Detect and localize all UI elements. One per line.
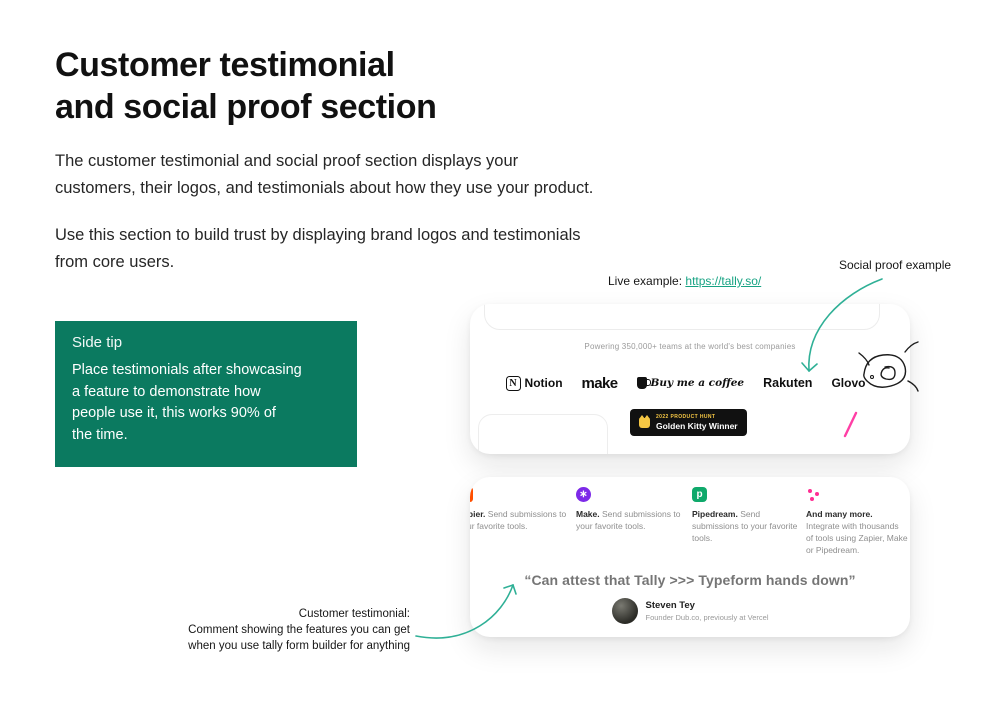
side-tip-line2: a feature to demonstrate how <box>72 383 261 400</box>
embedded-card-top-edge <box>484 304 880 330</box>
notion-logo: N Notion <box>505 375 563 391</box>
side-tip-box: Side tip Place testimonials after showca… <box>55 321 357 467</box>
powering-teams-text: Powering 350,000+ teams at the world's b… <box>584 342 796 351</box>
product-hunt-badge: 2022 PRODUCT HUNT Golden Kitty Winner <box>630 409 747 436</box>
notion-wordmark: Notion <box>524 376 563 390</box>
embedded-card-bottom-edge <box>478 414 608 454</box>
rakuten-logo: Rakuten <box>763 376 812 390</box>
make-title: Make. <box>576 509 600 519</box>
integration-column-pipedream: p Pipedream. Send submissions to your fa… <box>692 487 804 544</box>
notion-icon: N <box>505 375 521 391</box>
testimonial-screenshot-card: Zapier. Send submissions to your favorit… <box>470 477 910 637</box>
intro-p1-line1: The customer testimonial and social proo… <box>55 152 519 170</box>
side-tip-title: Side tip <box>72 334 123 351</box>
testimonial-note-line2: Comment showing the features you can get <box>188 624 410 636</box>
zapier-text: Zapier. Send submissions to your favorit… <box>470 508 580 532</box>
page-title: Customer testimonial and social proof se… <box>55 44 437 128</box>
glovo-pin-icon <box>870 375 875 379</box>
social-proof-example-label: Social proof example <box>839 258 952 272</box>
intro-p1-line2: customers, their logos, and testimonials… <box>55 179 594 197</box>
many-more-text: And many more. Integrate with thousands … <box>806 508 908 556</box>
testimonial-note-line1: Customer testimonial: <box>298 608 410 620</box>
pipedream-text: Pipedream. Send submissions to your favo… <box>692 508 804 544</box>
integration-column-many-more: And many more. Integrate with thousands … <box>806 487 908 556</box>
many-more-description: Integrate with thousands of tools using … <box>806 521 908 555</box>
testimonial-author: Steven Tey Founder Dub.co, previously at… <box>470 598 910 624</box>
social-proof-screenshot-card: Powering 350,000+ teams at the world's b… <box>470 304 910 454</box>
zapier-icon <box>470 487 473 502</box>
integration-column-make: ∗ Make. Send submissions to your favorit… <box>576 487 688 532</box>
pipedream-title: Pipedream. <box>692 509 738 519</box>
intro-paragraph-2: Use this section to build trust by displ… <box>55 222 581 276</box>
customer-testimonial-note: Customer testimonial: Comment showing th… <box>155 606 410 654</box>
side-tip-line4: the time. <box>72 426 128 443</box>
buy-me-a-coffee-wordmark: Buy me a coffee <box>650 377 745 389</box>
badge-text: 2022 PRODUCT HUNT Golden Kitty Winner <box>656 414 738 431</box>
buy-me-a-coffee-logo: Buy me a coffee <box>636 377 745 389</box>
page-title-line1: Customer testimonial <box>55 46 395 84</box>
live-example-label: Live example: <box>608 274 683 288</box>
many-more-icon <box>806 487 821 502</box>
author-role: Founder Dub.co, previously at Vercel <box>645 612 769 622</box>
live-example-annotation: Live example: https://tally.so/ <box>608 274 761 288</box>
side-tip-line3: people use it, this works 90% of <box>72 405 276 421</box>
testimonial-note-line3: when you use tally form builder for anyt… <box>188 640 410 652</box>
pipedream-icon: p <box>692 487 707 502</box>
zapier-description: Send submissions to your favorite tools. <box>470 509 567 531</box>
make-description: Send submissions to your favorite tools. <box>576 509 681 531</box>
coffee-cup-icon <box>636 377 651 389</box>
make-icon: ∗ <box>576 487 591 502</box>
make-text: Make. Send submissions to your favorite … <box>576 508 688 532</box>
author-name: Steven Tey <box>645 599 695 611</box>
side-tip-line1: Place testimonials after showcasing <box>72 362 302 378</box>
many-more-title: And many more. <box>806 509 873 519</box>
side-tip-body: Place testimonials after showcasing a fe… <box>72 360 340 446</box>
glovo-wordmark: Glovo <box>831 376 866 390</box>
page-title-line2: and social proof section <box>55 88 437 126</box>
badge-product-hunt-text: 2022 PRODUCT HUNT <box>656 414 716 420</box>
rakuten-wordmark: Rakuten <box>763 376 813 390</box>
intro-paragraph-1: The customer testimonial and social proo… <box>55 148 593 202</box>
zapier-title: Zapier. <box>470 509 486 519</box>
testimonial-quote: “Can attest that Tally >>> Typeform hand… <box>524 572 856 588</box>
golden-kitty-icon <box>639 414 650 428</box>
glovo-logo: Glovo <box>831 375 875 390</box>
live-example-link[interactable]: https://tally.so/ <box>685 274 762 288</box>
brand-logo-row: N Notion make Buy me a coffee Rakuten Gl… <box>470 370 910 396</box>
make-logo: make <box>581 374 619 392</box>
intro-p2-line1: Use this section to build trust by displ… <box>55 226 581 244</box>
author-avatar <box>611 598 638 624</box>
make-wordmark: make <box>581 374 619 392</box>
author-text-block: Steven Tey Founder Dub.co, previously at… <box>646 600 769 623</box>
integration-column-zapier: Zapier. Send submissions to your favorit… <box>470 487 580 532</box>
pipedream-description: Send submissions to your favorite tools. <box>692 509 798 543</box>
intro-p2-line2: from core users. <box>55 253 175 271</box>
badge-winner-text: Golden Kitty Winner <box>656 421 738 431</box>
